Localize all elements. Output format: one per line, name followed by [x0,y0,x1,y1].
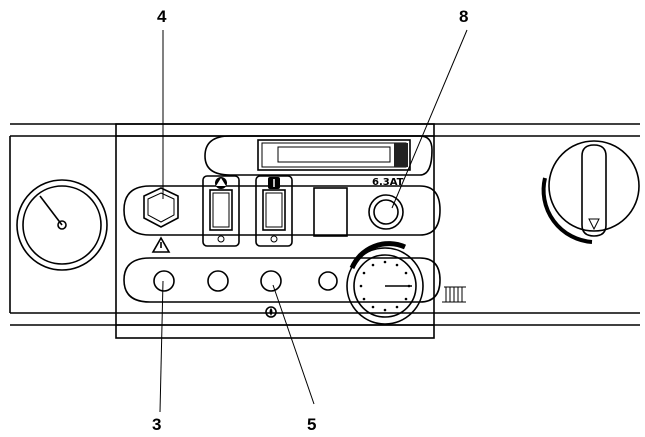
indicator-led-2 [207,270,229,292]
lockout-led [153,270,175,292]
flame-led [260,270,282,292]
callout-lines [159,29,468,413]
pump-switch[interactable] [202,175,240,247]
control-panel-frame [115,123,435,339]
heating-thermostat-dial[interactable] [346,241,424,325]
housing-rails [9,123,640,326]
callout-3: 3 [152,415,161,434]
callout-5: 5 [307,415,316,434]
pressure-gauge [16,179,108,271]
fuse-holder[interactable] [368,194,404,230]
blank-module [313,187,348,237]
warning-triangle-icon [151,236,171,253]
hot-water-knob[interactable] [541,140,640,244]
pump-icon [215,177,227,189]
reset-button[interactable] [143,187,179,228]
power-switch-icon [268,177,280,189]
flame-icon [265,306,277,318]
callout-4: 4 [157,7,167,26]
lower-control-row [123,257,441,303]
upper-control-row [123,185,441,236]
display-window [204,135,433,176]
power-switch[interactable] [255,175,293,247]
callout-8: 8 [459,7,468,26]
radiator-icon [442,286,466,303]
fuse-label: 6.3AT [372,177,404,188]
indicator-led-4 [318,271,338,291]
